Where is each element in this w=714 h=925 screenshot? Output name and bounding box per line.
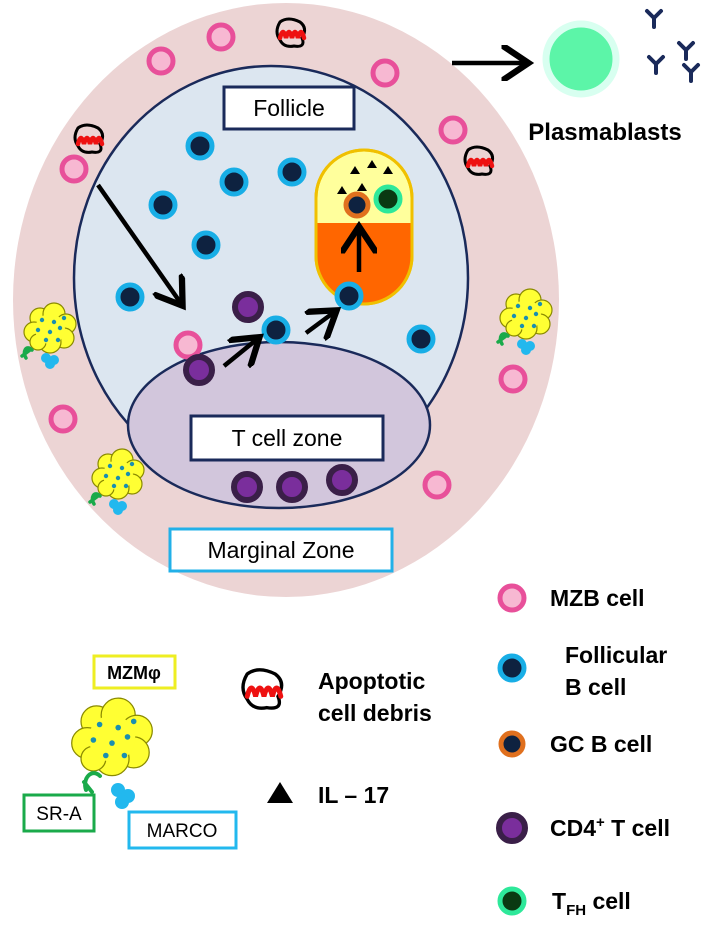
legend-mzb-label: MZB cell	[550, 585, 645, 611]
legend-tfh-sub: FH	[566, 902, 586, 919]
follicle-label-box	[222, 85, 356, 131]
legend-gc-label: GC B cell	[550, 731, 652, 757]
legend-mzb-swatch	[500, 586, 524, 610]
t-cell-zone-label: T cell zone	[232, 425, 343, 451]
legend-cd4-swatch	[499, 815, 525, 841]
il17-triangles	[337, 160, 393, 194]
migration-arrows	[96, 63, 524, 366]
legend-tfh-main: T	[552, 888, 566, 914]
tfh-cell	[376, 187, 400, 211]
cell-legend: MZB cell Follicular B cell GC B cell CD4…	[499, 585, 670, 919]
marco-label-box	[127, 810, 238, 850]
t-cell-zone-label-box	[189, 414, 385, 462]
marginal-zone-label-box	[168, 527, 394, 573]
marginal-zone-label: Marginal Zone	[207, 537, 354, 563]
il17-label: IL – 17	[318, 782, 389, 808]
marco-label: MARCO	[147, 821, 218, 842]
il17-key: IL – 17	[267, 782, 389, 808]
sr-a-receptor	[82, 771, 102, 794]
il17-triangle-icon	[267, 782, 293, 803]
legend-cd4-sup: +	[596, 814, 605, 831]
mzm-label: MZMφ	[107, 663, 161, 683]
sr-a-label-box	[22, 793, 96, 833]
legend-follicular-label-2: B cell	[565, 674, 626, 700]
plasmablasts-label: Plasmablasts	[528, 119, 681, 146]
legend-cd4-label: CD4+ T cell	[550, 814, 670, 841]
germinal-center	[314, 148, 414, 306]
antibodies	[645, 9, 700, 83]
legend-follicular-swatch	[500, 656, 524, 680]
apoptotic-label-1: Apoptotic	[318, 668, 426, 694]
macrophage-key: MZMφ	[22, 654, 238, 850]
follicle-label: Follicle	[253, 95, 325, 121]
legend-cd4-rest: T cell	[605, 815, 670, 841]
apoptotic-key: Apoptotic cell debris	[241, 668, 432, 726]
legend-tfh-label: TFH cell	[552, 888, 631, 919]
marco-receptor	[111, 783, 135, 809]
apoptotic-label-2: cell debris	[318, 700, 432, 726]
legend-tfh-rest: cell	[586, 888, 631, 914]
legend-tfh-swatch	[500, 889, 524, 913]
sr-a-label: SR-A	[36, 804, 82, 825]
gc-b-cell	[346, 194, 368, 216]
legend-gc-swatch	[501, 733, 523, 755]
legend-cd4-main: CD4	[550, 815, 596, 841]
plasmablast-cell	[542, 20, 620, 98]
mzm-label-box	[92, 654, 177, 690]
legend-follicular-label-1: Follicular	[565, 642, 667, 668]
